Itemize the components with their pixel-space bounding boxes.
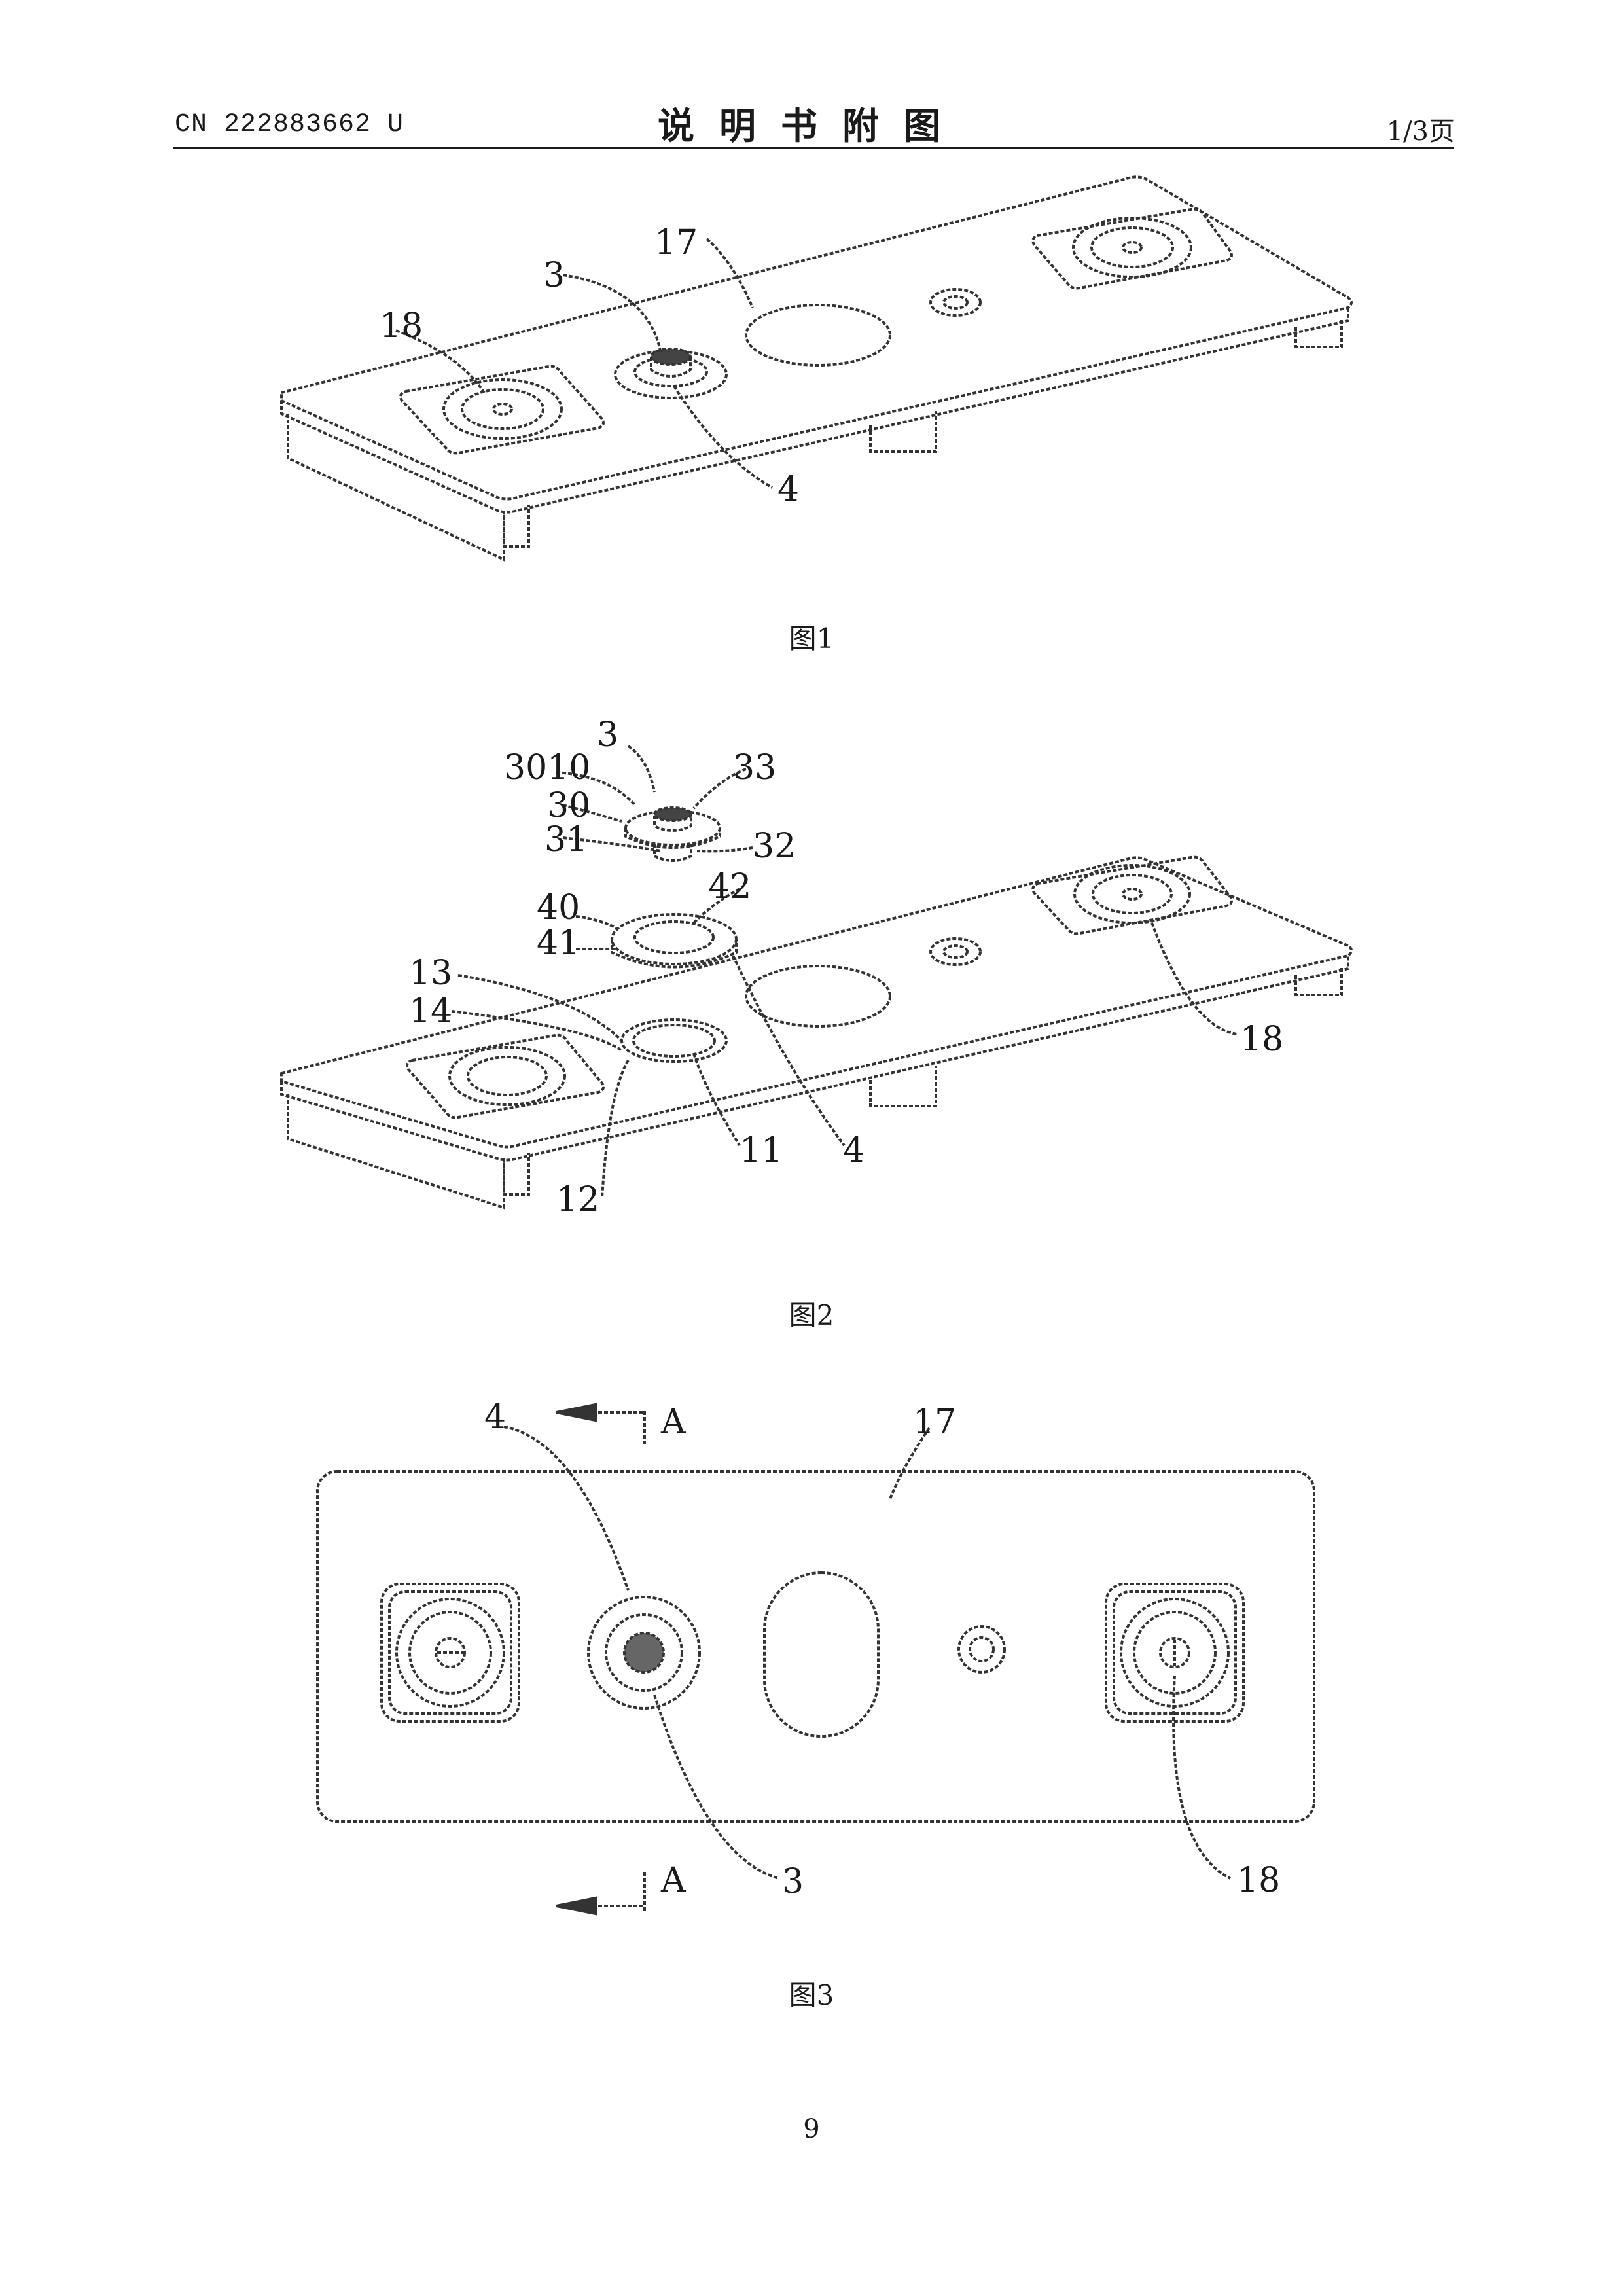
fig2-label-13: 13 [409, 954, 452, 993]
fig3-label-17: 17 [913, 1403, 956, 1442]
fig2-label-11: 11 [740, 1131, 783, 1170]
fig3-label-3: 3 [782, 1862, 804, 1901]
fig2-label-3010: 3010 [504, 748, 590, 787]
fig2-label-40: 40 [537, 888, 580, 927]
figure-1-caption: 图1 [0, 617, 1623, 656]
fig3-section-a-top: A [660, 1403, 687, 1442]
fig2-label-33: 33 [733, 748, 776, 787]
fig2-label-12: 12 [556, 1180, 599, 1219]
figure-3-drawing: 4 A 17 A 3 18 [0, 1374, 1623, 1964]
fig3-label-4: 4 [484, 1397, 506, 1437]
fig2-label-32: 32 [753, 827, 796, 866]
fig2-label-31: 31 [544, 820, 588, 859]
fig1-label-4: 4 [777, 470, 799, 509]
fig2-label-41: 41 [537, 924, 580, 963]
page-number: 9 [0, 2114, 1623, 2144]
fig2-label-14: 14 [409, 992, 452, 1031]
fig2-label-3: 3 [597, 715, 618, 755]
fig2-label-4: 4 [843, 1131, 865, 1170]
fig1-label-18: 18 [380, 306, 423, 346]
figure-2-drawing: 3 3010 33 30 31 32 40 42 41 13 14 18 4 1… [0, 687, 1623, 1342]
figure-1-drawing: 18 17 3 4 [0, 0, 1623, 655]
fig2-label-30: 30 [547, 786, 590, 825]
figure-2-caption: 图2 [0, 1293, 1623, 1333]
fig2-label-18: 18 [1240, 1020, 1283, 1059]
fig3-label-18: 18 [1237, 1861, 1280, 1900]
fig1-label-17: 17 [654, 223, 698, 262]
figure-3-caption: 图3 [0, 1973, 1623, 2013]
fig2-label-42: 42 [708, 867, 751, 906]
fig1-label-3: 3 [543, 256, 565, 295]
fig3-section-a-bottom: A [660, 1861, 687, 1900]
